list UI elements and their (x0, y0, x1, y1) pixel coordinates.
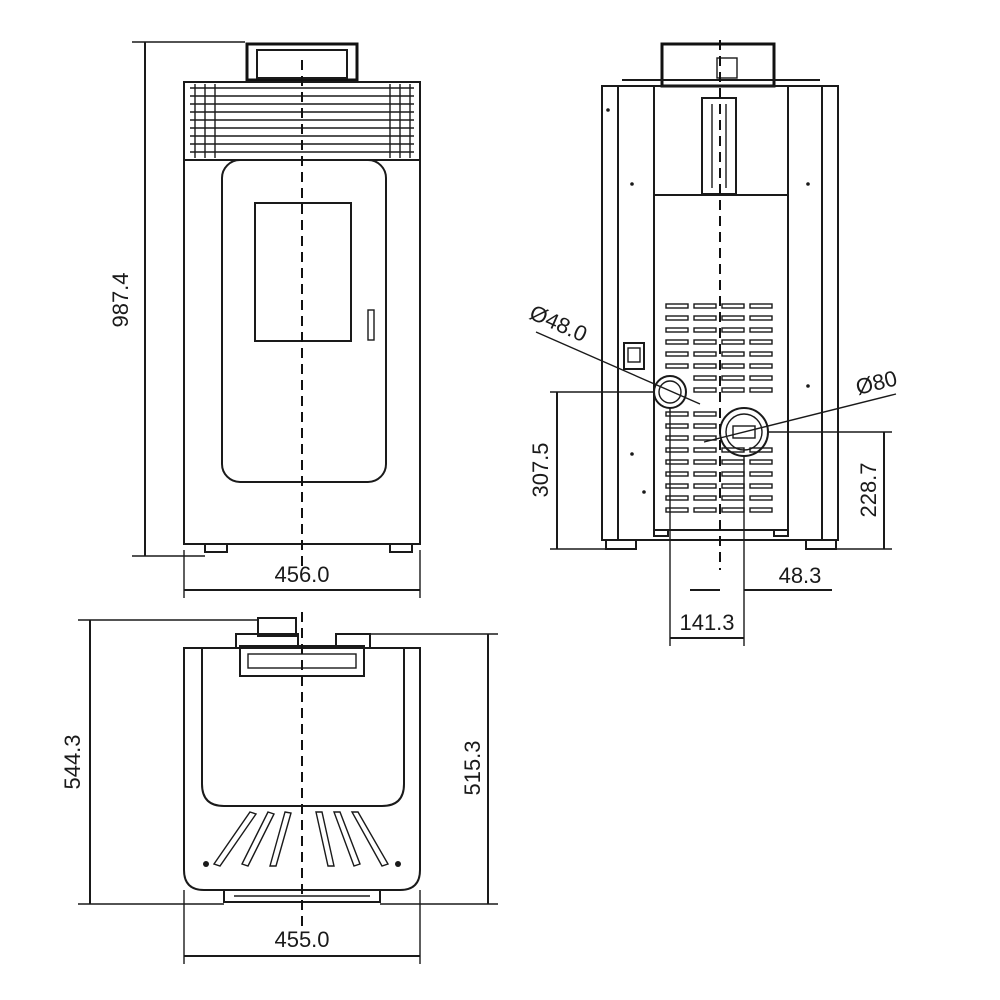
top-width-label: 455.0 (274, 927, 329, 952)
outlet-large-offset-label: 48.3 (779, 563, 822, 588)
top-depth-total-label: 544.3 (60, 734, 85, 789)
rear-view: Ø48.0 Ø80 307.5 228.7 48.3 141.3 (526, 40, 900, 646)
front-door (221, 159, 387, 483)
power-socket (623, 342, 645, 370)
outlet-spacing-label: 141.3 (679, 610, 734, 635)
outlet-small-height-label: 307.5 (528, 442, 553, 497)
top-flue-box (257, 617, 297, 637)
top-radial-vents (212, 811, 390, 867)
top-depth-body-label: 515.3 (460, 740, 485, 795)
front-view: 987.4 456.0 (108, 41, 421, 598)
top-view: 544.3 515.3 455.0 (60, 612, 498, 964)
door-handle (367, 309, 375, 341)
front-height-label: 987.4 (108, 272, 133, 327)
top-body (183, 647, 421, 891)
outlet-large-height-label: 228.7 (856, 462, 881, 517)
rear-louvres (665, 303, 773, 513)
outlet-small-diameter-label: Ø48.0 (526, 300, 591, 347)
front-width-label: 456.0 (274, 562, 329, 587)
